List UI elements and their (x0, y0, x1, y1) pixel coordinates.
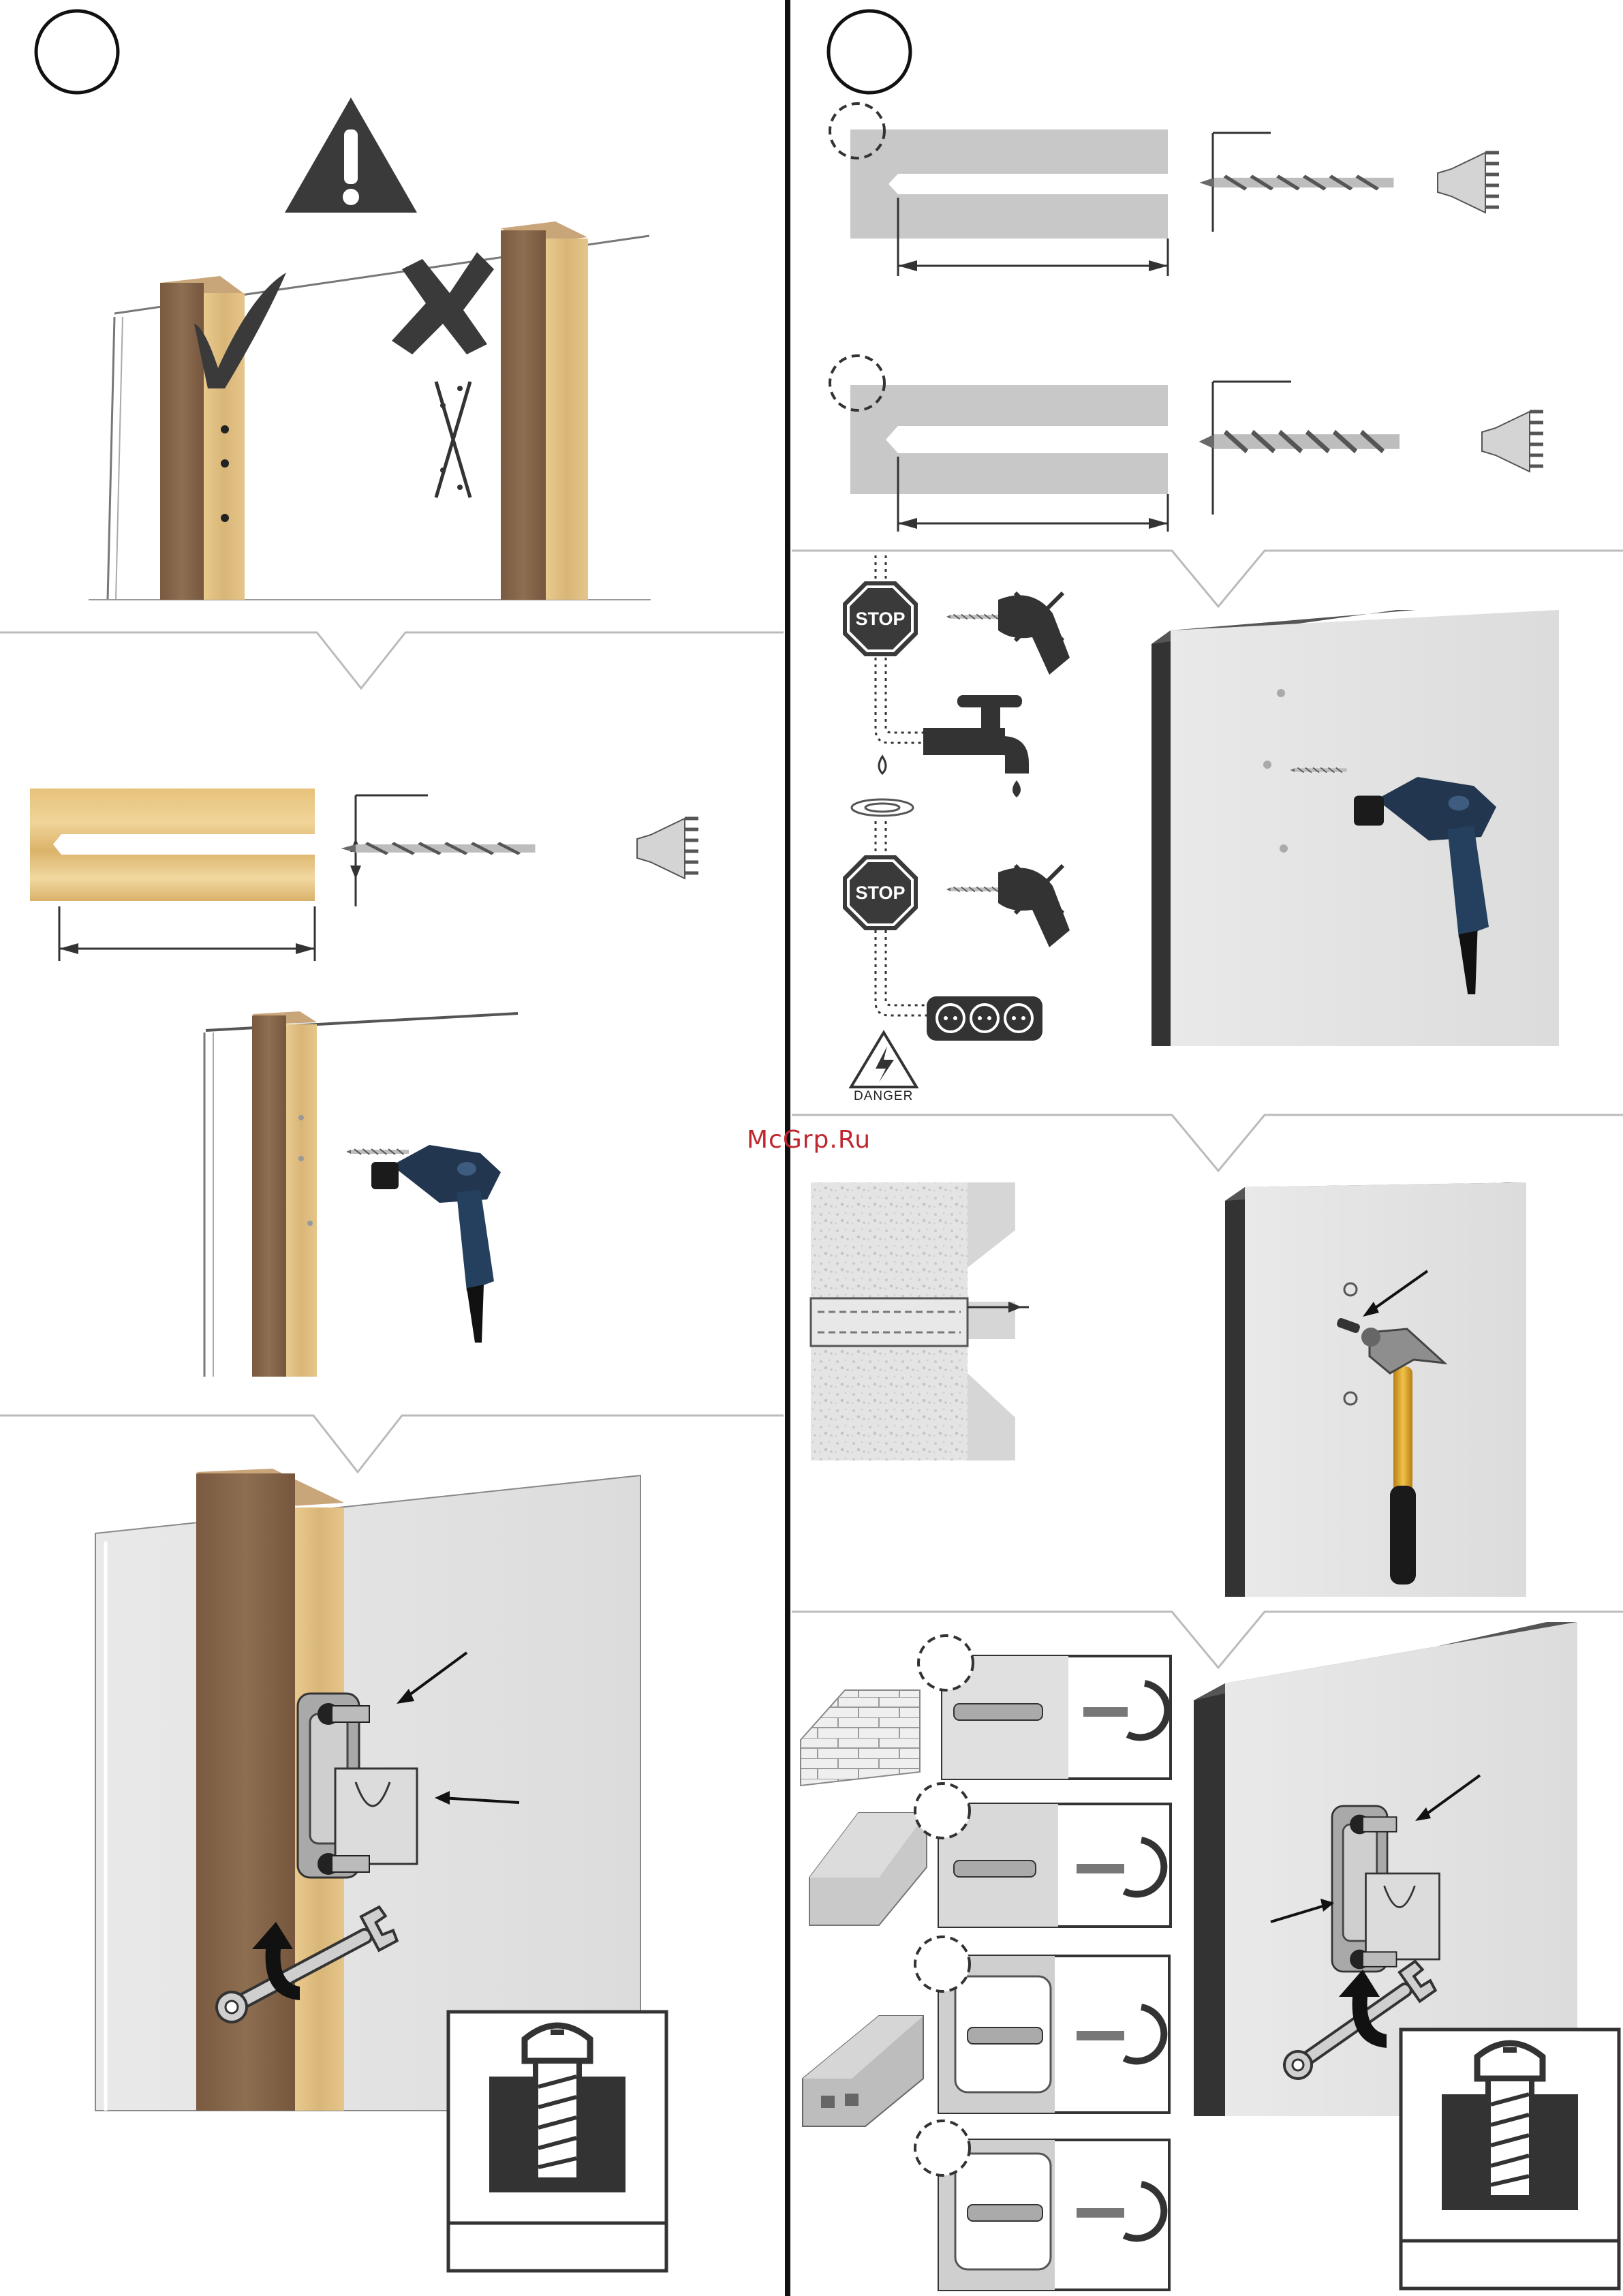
cross-icon (392, 252, 494, 354)
faucet-icon (923, 695, 1029, 797)
watermark: McGrp.Ru (747, 1126, 871, 1154)
warning-icon (285, 97, 417, 213)
stop-sign-label-2: STOP (846, 883, 914, 904)
power-outlet-icon (927, 996, 1042, 1041)
danger-label: DANGER (854, 1089, 913, 1104)
screw-icon (448, 2012, 666, 2271)
stop-sign-label-1: STOP (846, 609, 914, 630)
drill-icon (371, 1145, 501, 1343)
high-voltage-icon (851, 1032, 916, 1087)
